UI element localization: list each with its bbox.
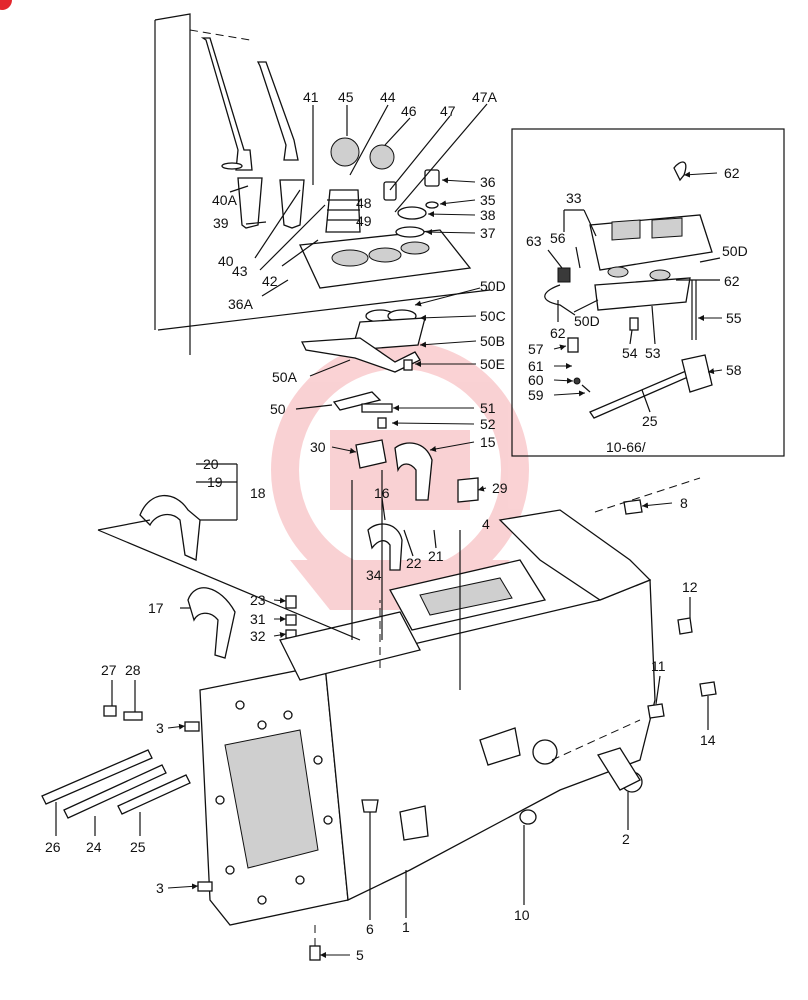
- callout-36a: 36A: [228, 296, 254, 312]
- callout-18: 18: [250, 485, 266, 501]
- corner-badge: [0, 0, 12, 10]
- callout-30: 30: [310, 439, 326, 455]
- callout-35: 35: [480, 192, 496, 208]
- inset-caption: 10-66/: [606, 439, 646, 455]
- callout-10: 10: [514, 907, 530, 923]
- callout-39: 39: [213, 215, 229, 231]
- callout-labels: 41 45 44 46 47 47A 40A 39 40 43 42 36A 3…: [45, 89, 748, 963]
- callout-25: 25: [130, 839, 146, 855]
- callout-43: 43: [232, 263, 248, 279]
- callout-23: 23: [250, 592, 266, 608]
- callout-20: 20: [203, 456, 219, 472]
- callout-62-inset-top: 62: [724, 165, 740, 181]
- leader-lines: [55, 103, 723, 958]
- callout-55: 55: [726, 310, 742, 326]
- callout-50d: 50D: [480, 278, 506, 294]
- callout-17: 17: [148, 600, 164, 616]
- callout-50e: 50E: [480, 356, 505, 372]
- shift-fork-group: [139, 439, 479, 659]
- callout-50: 50: [270, 401, 286, 417]
- callout-6: 6: [366, 921, 374, 937]
- callout-29: 29: [492, 480, 508, 496]
- callout-44: 44: [380, 89, 396, 105]
- callout-59: 59: [528, 387, 544, 403]
- callout-63: 63: [526, 233, 542, 249]
- callout-40a: 40A: [212, 192, 238, 208]
- callout-4: 4: [482, 516, 490, 532]
- callout-8: 8: [680, 495, 688, 511]
- callout-50a: 50A: [272, 369, 298, 385]
- interlock-plate-group: [300, 309, 426, 429]
- callout-50d-inset-mid: 50D: [574, 313, 600, 329]
- callout-60: 60: [528, 372, 544, 388]
- inset-detail-box: [511, 128, 785, 457]
- callout-48: 48: [356, 195, 372, 211]
- callout-47a: 47A: [472, 89, 498, 105]
- callout-57: 57: [528, 341, 544, 357]
- callout-36: 36: [480, 174, 496, 190]
- callout-5: 5: [356, 947, 364, 963]
- callout-49: 49: [356, 213, 372, 229]
- callout-62-inset-left: 62: [550, 325, 566, 341]
- callout-46: 46: [401, 103, 417, 119]
- callout-45: 45: [338, 89, 354, 105]
- callout-38: 38: [480, 207, 496, 223]
- shift-lever-group: [154, 13, 491, 355]
- callout-41: 41: [303, 89, 319, 105]
- callout-24: 24: [86, 839, 102, 855]
- callout-58: 58: [726, 362, 742, 378]
- callout-1: 1: [402, 919, 410, 935]
- callout-52: 52: [480, 416, 496, 432]
- callout-22: 22: [406, 555, 422, 571]
- callout-53: 53: [645, 345, 661, 361]
- callout-32: 32: [250, 628, 266, 644]
- callout-61: 61: [528, 358, 544, 374]
- callout-47: 47: [440, 103, 456, 119]
- callout-12: 12: [682, 579, 698, 595]
- callout-33: 33: [566, 190, 582, 206]
- shift-rail-group: [41, 705, 213, 892]
- callout-51: 51: [480, 400, 496, 416]
- callout-56: 56: [550, 230, 566, 246]
- callout-11: 11: [651, 658, 666, 674]
- callout-54: 54: [622, 345, 638, 361]
- callout-3-lower: 3: [156, 880, 164, 896]
- callout-21: 21: [428, 548, 444, 564]
- callout-50b: 50B: [480, 333, 505, 349]
- callout-3-upper: 3: [156, 720, 164, 736]
- callout-37: 37: [480, 225, 496, 241]
- transmission-housing: [199, 509, 656, 926]
- callout-42: 42: [262, 273, 278, 289]
- callout-15: 15: [480, 434, 496, 450]
- callout-34: 34: [366, 567, 382, 583]
- callout-19: 19: [207, 474, 223, 490]
- callout-28: 28: [125, 662, 141, 678]
- callout-14: 14: [700, 732, 716, 748]
- callout-26: 26: [45, 839, 61, 855]
- callout-2: 2: [622, 831, 630, 847]
- callout-16: 16: [374, 485, 390, 501]
- callout-40: 40: [218, 253, 234, 269]
- callout-25-inset: 25: [642, 413, 658, 429]
- fastener-group: [309, 499, 717, 961]
- callout-50c: 50C: [480, 308, 506, 324]
- callout-31: 31: [250, 611, 266, 627]
- callout-27: 27: [101, 662, 117, 678]
- callout-62-inset-right: 62: [724, 273, 740, 289]
- callout-50d-inset-top: 50D: [722, 243, 748, 259]
